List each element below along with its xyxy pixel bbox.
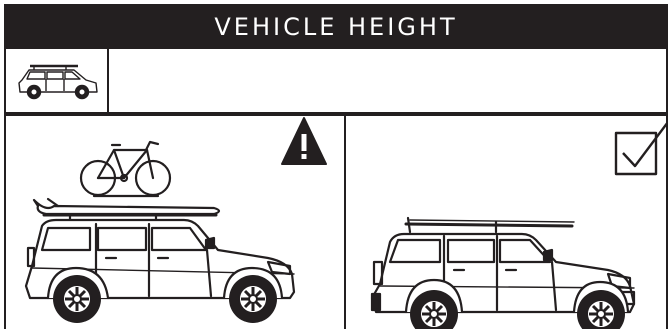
approved-panel bbox=[346, 116, 668, 329]
suv-with-roof-rack-illustration bbox=[346, 116, 668, 329]
comparison-panels bbox=[4, 114, 668, 329]
suv-with-roof-rack-icon bbox=[16, 61, 100, 101]
warning-panel bbox=[6, 116, 344, 329]
bicycle-icon bbox=[81, 142, 170, 195]
wheel-icon bbox=[229, 275, 277, 323]
thumbnail-cell bbox=[6, 49, 109, 112]
suv-with-bike-and-surfboard-illustration bbox=[6, 116, 344, 329]
thumbnail-row bbox=[4, 49, 668, 114]
wheel-icon bbox=[53, 275, 101, 323]
checkbox-checked-icon bbox=[616, 122, 668, 174]
title-bar: VEHICLE HEIGHT bbox=[4, 4, 668, 49]
warning-triangle-icon bbox=[282, 118, 326, 164]
surfboard-icon bbox=[34, 200, 219, 214]
page-title: VEHICLE HEIGHT bbox=[214, 13, 457, 41]
